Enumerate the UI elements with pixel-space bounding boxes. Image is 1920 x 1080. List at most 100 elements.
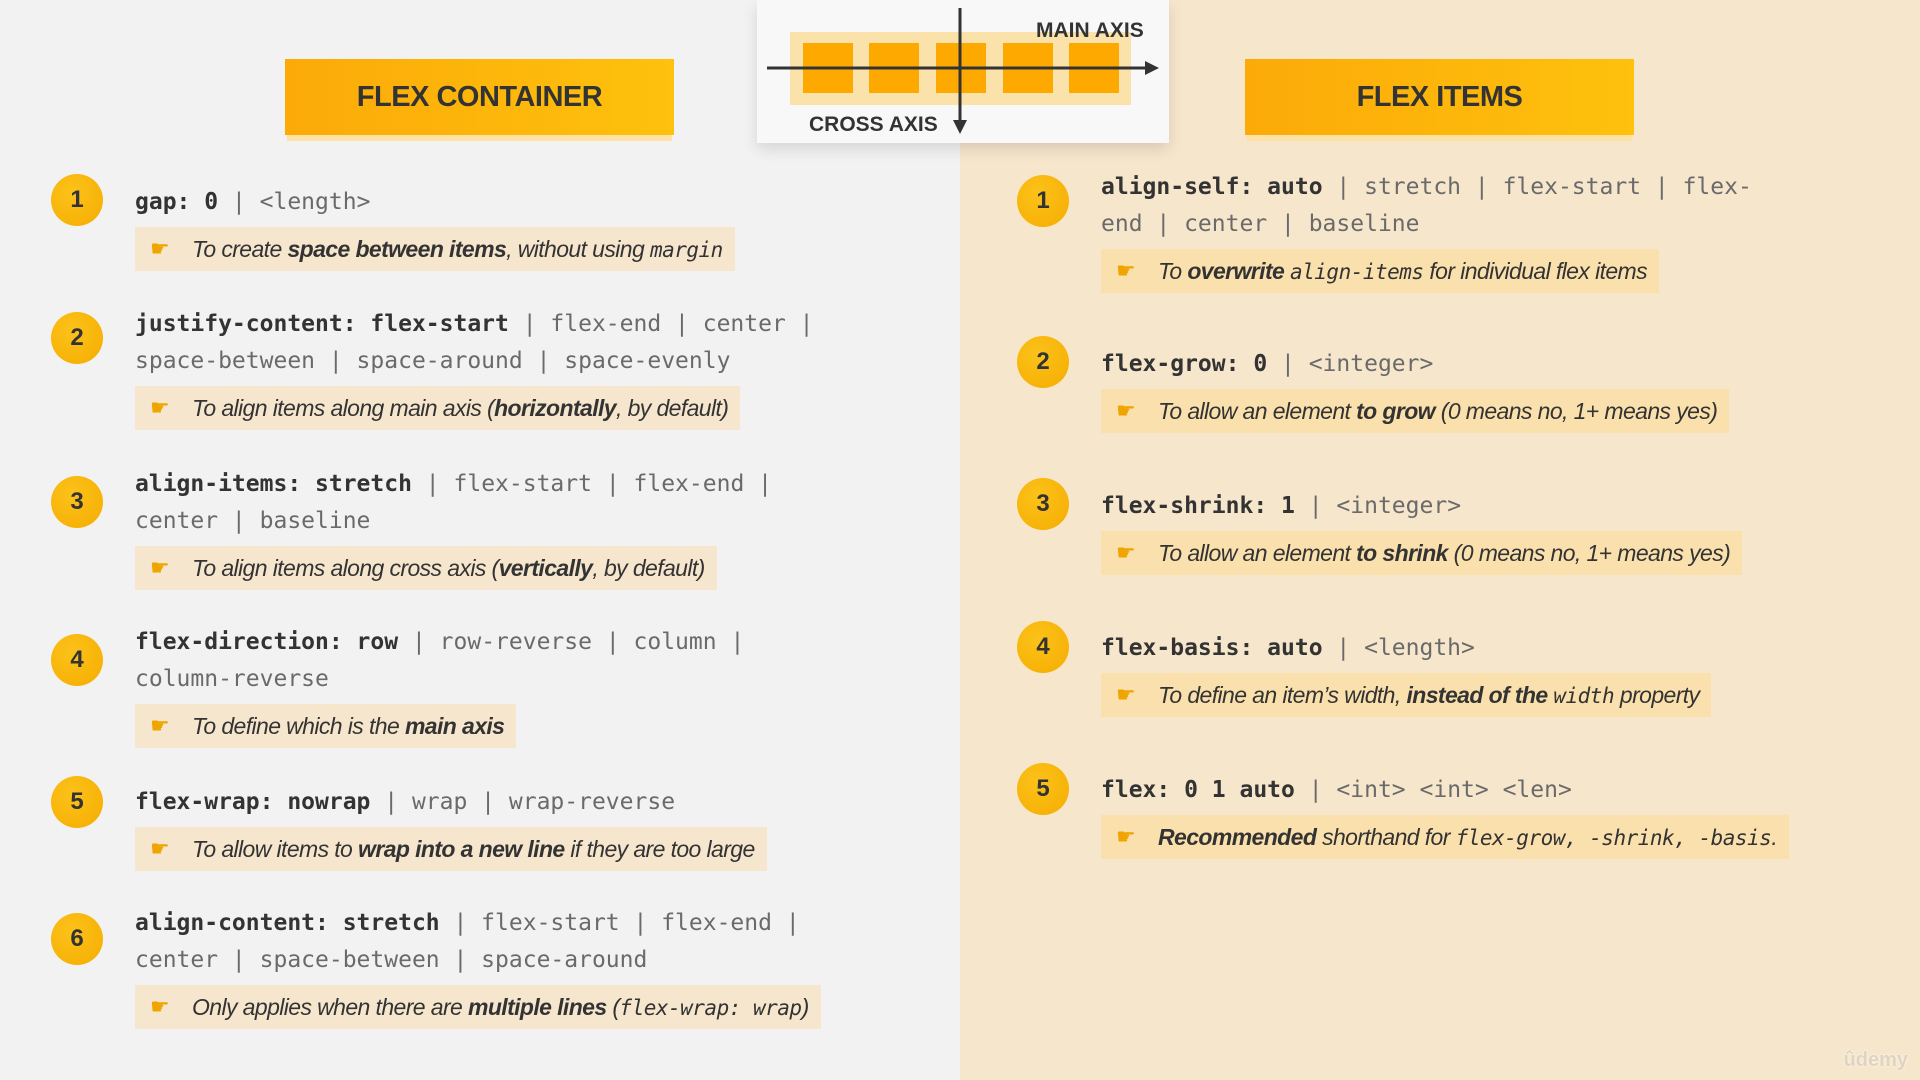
- property-item: justify-content: flex-start | flex-end |…: [135, 306, 814, 430]
- description-text: To allow an element: [1158, 398, 1357, 424]
- description-text: flex-grow, -shrink, -basis: [1455, 826, 1772, 850]
- step-number-badge: 5: [1017, 763, 1069, 815]
- step-number-badge: 2: [1017, 336, 1069, 388]
- pointing-hand-icon: ☛: [150, 555, 170, 580]
- step-number-badge: 3: [51, 476, 103, 528]
- property-options: | <integer>: [1267, 351, 1434, 377]
- description-text: To align items along cross axis (: [192, 555, 499, 581]
- description-text: (: [606, 994, 620, 1020]
- description-text: To create: [192, 236, 288, 262]
- property-default-value: align-self: auto: [1101, 174, 1323, 200]
- description-text: flex-wrap: wrap: [619, 996, 802, 1020]
- description-text: main axis: [404, 713, 505, 739]
- property-syntax: gap: 0 | <length>: [135, 184, 735, 221]
- description-text: width: [1553, 684, 1615, 708]
- property-syntax: center | baseline: [135, 503, 772, 540]
- pointing-hand-icon: ☛: [150, 395, 170, 420]
- property-syntax: end | center | baseline: [1101, 206, 1752, 243]
- description-text: if they are too large: [564, 836, 755, 862]
- step-number-badge: 4: [1017, 621, 1069, 673]
- property-item: flex: 0 1 auto | <int> <int> <len> ☛Recom…: [1101, 772, 1790, 859]
- description-text: wrap into a new line: [358, 836, 565, 862]
- property-description: ☛To overwrite align-items for individual…: [1101, 249, 1660, 293]
- pointing-hand-icon: ☛: [150, 236, 170, 261]
- property-description: ☛Recommended shorthand for flex-grow, -s…: [1101, 815, 1790, 859]
- property-description: ☛ Only applies when there are multiple li…: [135, 985, 821, 1029]
- step-number-badge: 1: [51, 174, 103, 226]
- property-options: | wrap | wrap-reverse: [370, 789, 676, 815]
- step-number-badge: 6: [51, 913, 103, 965]
- property-item: flex-shrink: 1 | <integer>☛To allow an e…: [1101, 488, 1743, 575]
- property-description: ☛ To define which is the main axis: [135, 704, 517, 748]
- property-item: flex-grow: 0 | <integer> ☛ To allow an ele…: [1101, 346, 1730, 433]
- step-number-badge: 2: [51, 312, 103, 364]
- property-options: | flex-start | flex-end |: [411, 471, 772, 497]
- step-number-badge: 5: [51, 776, 103, 828]
- property-options: | <integer>: [1294, 493, 1462, 519]
- property-options: | <int> <int> <len>: [1294, 777, 1572, 803]
- property-options: | flex-end | center |: [508, 311, 814, 337]
- property-syntax: flex-basis: auto | <length>: [1101, 630, 1711, 667]
- property-default-value: flex-grow: 0: [1101, 351, 1268, 377]
- cross-axis-label: CROSS AXIS: [809, 113, 938, 136]
- pointing-hand-icon: ☛: [150, 836, 170, 861]
- property-options: | stretch | flex-start | flex-: [1322, 174, 1752, 200]
- pointing-hand-icon: ☛: [1116, 824, 1136, 849]
- property-item: gap: 0 | <length> ☛ To create space betwee…: [135, 184, 735, 271]
- pointing-hand-icon: ☛: [1116, 258, 1136, 283]
- description-text: margin: [649, 238, 723, 262]
- property-options: center | space-between | space-around: [135, 947, 648, 973]
- axis-diagram: MAIN AXIS CROSS AXIS: [757, 0, 1169, 143]
- property-options: center | baseline: [135, 508, 371, 534]
- property-syntax: align-items: stretch | flex-start | flex…: [135, 466, 772, 503]
- property-description: ☛To align items along main axis (horizon…: [135, 386, 741, 430]
- property-description: ☛To create space between items, without …: [135, 227, 735, 271]
- property-default-value: flex-wrap: nowrap: [135, 789, 371, 815]
- pointing-hand-icon: ☛: [150, 994, 170, 1019]
- property-syntax: align-content: stretch | flex-start | fl…: [135, 905, 821, 942]
- description-text: To: [1158, 258, 1188, 284]
- description-text: To define which is the: [192, 713, 405, 739]
- property-syntax: align-self: auto | stretch | flex-start …: [1101, 169, 1752, 206]
- udemy-watermark: ûdemy: [1843, 1049, 1908, 1071]
- description-text: To allow an element: [1158, 540, 1357, 566]
- property-default-value: justify-content: flex-start: [135, 311, 509, 337]
- property-syntax: flex: 0 1 auto | <int> <int> <len>: [1101, 772, 1789, 809]
- property-syntax: space-between | space-around | space-eve…: [135, 343, 814, 380]
- property-options: | <length>: [1322, 635, 1475, 661]
- flex-container-panel: [0, 0, 960, 1080]
- description-text: ): [801, 994, 810, 1020]
- step-number-badge: 4: [51, 634, 103, 686]
- property-options: column-reverse: [135, 666, 329, 692]
- pointing-hand-icon: ☛: [1116, 682, 1136, 707]
- step-number-badge: 3: [1017, 478, 1069, 530]
- pointing-hand-icon: ☛: [1116, 398, 1136, 423]
- description-text: multiple lines: [467, 994, 607, 1020]
- property-default-value: gap: 0: [135, 189, 219, 215]
- property-syntax: flex-grow: 0 | <integer>: [1101, 346, 1729, 383]
- description-text: , by default): [615, 395, 729, 421]
- property-item: flex-direction: row | row-reverse | colu…: [135, 624, 744, 748]
- property-default-value: flex: 0 1 auto: [1101, 777, 1295, 803]
- description-text: shorthand for: [1316, 824, 1456, 850]
- description-text: Only applies when there are: [192, 994, 468, 1020]
- property-syntax: column-reverse: [135, 661, 744, 698]
- property-default-value: flex-basis: auto: [1101, 635, 1323, 661]
- property-item: flex-basis: auto | <length>☛To define an…: [1101, 630, 1712, 717]
- property-options: | flex-start | flex-end |: [439, 910, 800, 936]
- property-default-value: flex-direction: row: [135, 629, 399, 655]
- description-text: space between items: [287, 236, 507, 262]
- property-syntax: flex-wrap: nowrap | wrap | wrap-reverse: [135, 784, 767, 821]
- pointing-hand-icon: ☛: [150, 713, 170, 738]
- property-item: align-items: stretch | flex-start | flex…: [135, 466, 772, 590]
- property-default-value: align-items: stretch: [135, 471, 412, 497]
- description-text: , by default): [592, 555, 705, 581]
- description-text: overwrite: [1187, 258, 1285, 284]
- main-axis-label: MAIN AXIS: [1036, 19, 1144, 42]
- description-text: vertically: [498, 555, 593, 581]
- flex-container-header: FLEX CONTAINER: [285, 59, 674, 135]
- flex-items-header: FLEX ITEMS: [1245, 59, 1634, 135]
- main-axis-arrow-icon: [1145, 61, 1159, 75]
- description-text: horizontally: [494, 395, 616, 421]
- property-options: | row-reverse | column |: [398, 629, 745, 655]
